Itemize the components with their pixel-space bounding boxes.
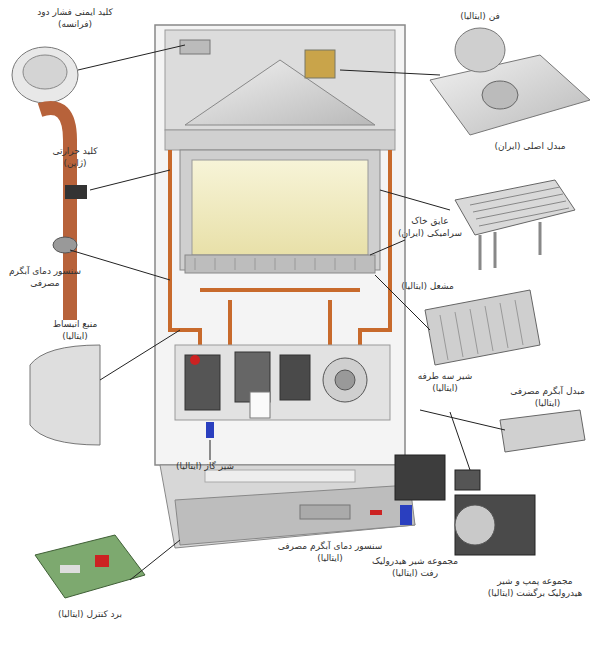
part-label: سنسور دمای آبگرم مصرفی <box>5 265 85 289</box>
part-label: مبدل اصلی (ایران) <box>490 140 570 152</box>
part-label: مجموعه پمپ و شیر هیدرولیک برگشت (ایتالیا… <box>480 575 590 599</box>
leader-lines <box>70 45 505 580</box>
part-label: مشعل (ایتالیا) <box>400 280 455 292</box>
part-drawings <box>12 28 590 598</box>
part-label: شیر سه طرفه (ایتالیا) <box>410 370 480 394</box>
part-label: منبع انبساط (ایتالیا) <box>40 318 110 342</box>
part-label: فن (ایتالیا) <box>440 10 520 22</box>
boiler-casing <box>155 25 415 548</box>
part-label: کلید حرارتی (ژاپن) <box>40 145 110 169</box>
part-label: کلید ایمنی فشار دود (فرانسه) <box>30 6 120 30</box>
part-label: عایق خاک سرامیکی (ایران) <box>395 215 465 239</box>
part-label: مجموعه شیر هیدرولیک رفت (ایتالیا) <box>370 555 460 579</box>
part-label: شیر گاز (ایتالیا) <box>160 460 250 472</box>
part-label: برد کنترل (ایتالیا) <box>45 608 135 620</box>
part-label: مبدل آبگرم مصرفی (ایتالیا) <box>505 385 590 409</box>
